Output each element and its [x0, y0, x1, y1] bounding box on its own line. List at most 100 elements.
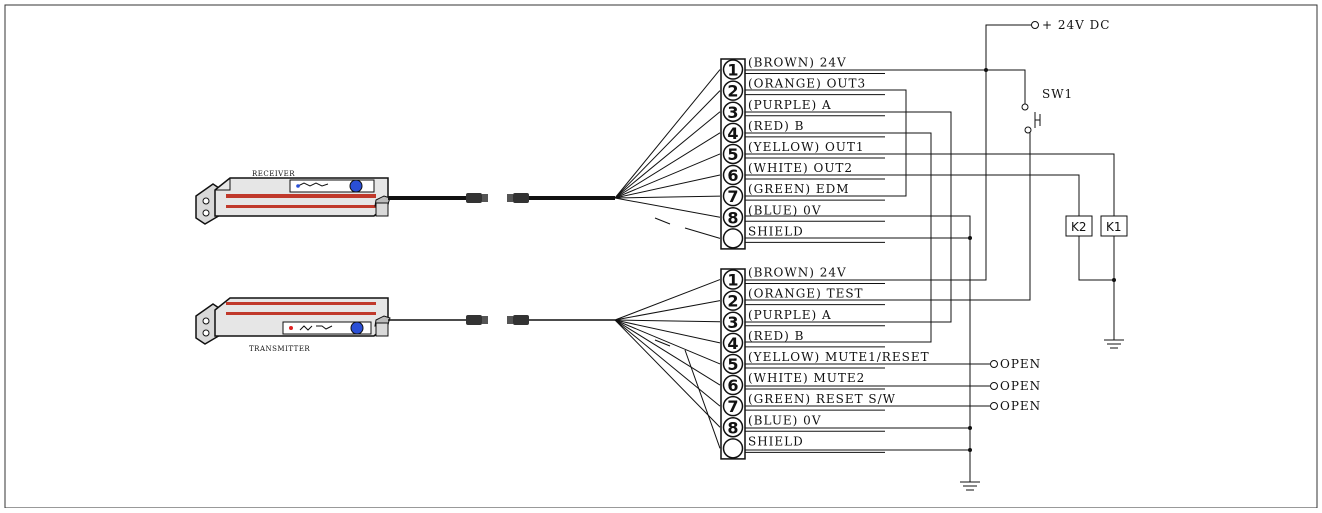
pin-label: (RED) B [748, 329, 804, 343]
fanout-wire [614, 319, 721, 344]
sw1-label: SW1 [1042, 87, 1073, 101]
pin-label: (BROWN) 24V [748, 266, 847, 280]
fanout-wire [614, 319, 721, 365]
terminal-circle [722, 374, 744, 396]
pin-number: 2 [727, 82, 738, 101]
tx-test-wire [745, 132, 1031, 301]
fanout-wire [614, 197, 721, 218]
pin-label: (BROWN) 24V [748, 56, 847, 70]
transmitter-device: TRANSMITTER [195, 297, 391, 353]
fanout-wire [614, 174, 721, 199]
supply-label: + 24V DC [1042, 18, 1110, 32]
fanout-wire [614, 300, 721, 321]
terminal-circle [722, 353, 744, 375]
fanout-wire [614, 132, 721, 199]
relay-k2-label: K2 [1071, 220, 1087, 234]
tx-24v-wire [745, 270, 987, 281]
shield-dash [654, 339, 671, 347]
fanout-wire [614, 90, 721, 199]
relay-k1-label: K1 [1106, 220, 1122, 234]
fanout-wire [614, 319, 721, 428]
relay-k2: K2 [1065, 215, 1093, 237]
shield-dash [654, 217, 671, 225]
pin-label: (GREEN) EDM [748, 182, 850, 196]
junction-dots [968, 68, 1116, 452]
pin-label: (ORANGE) OUT3 [748, 77, 866, 91]
pin-number: 8 [727, 208, 738, 227]
pin-number: 1 [727, 271, 738, 290]
rx-out3-edm-wire [745, 89, 907, 197]
cable-fanout [614, 69, 721, 449]
pin-label: (WHITE) MUTE2 [748, 371, 865, 385]
pin-number: 1 [727, 61, 738, 80]
fanout-wire [614, 153, 721, 199]
receiver-label: RECEIVER [252, 170, 295, 178]
pin-label: (GREEN) RESET S/W [748, 392, 896, 406]
pin-number: 3 [727, 103, 738, 122]
pin-number: 4 [727, 334, 738, 353]
pin-number: 7 [727, 187, 738, 206]
terminal-circle [722, 59, 744, 80]
fanout-wire [614, 111, 721, 199]
shield-dash [684, 349, 721, 449]
pin-label: (WHITE) OUT2 [748, 161, 853, 175]
out1-k1-wire [745, 153, 1115, 216]
pin-label: (ORANGE) TEST [748, 287, 864, 301]
open-terminals: OPEN OPEN OPEN [990, 357, 1041, 413]
fanout-wire [614, 195, 721, 199]
pin-number: 2 [727, 292, 738, 311]
pin-label: (YELLOW) MUTE1/RESET [748, 350, 930, 364]
ground-icon [1104, 339, 1124, 349]
open-terminal-icon [990, 360, 998, 368]
pin-number: 4 [727, 124, 738, 143]
terminal-circle [722, 417, 744, 438]
pin-number: 8 [727, 418, 738, 437]
open-label-pin5: OPEN [1000, 357, 1041, 371]
open-label-pin7: OPEN [1000, 399, 1041, 413]
transmitter-cable [388, 315, 615, 325]
terminal-circle [722, 438, 744, 459]
ground-icon [960, 481, 980, 491]
terminal-circle [722, 80, 744, 101]
terminal-circle [722, 122, 744, 144]
terminal-circle [722, 185, 744, 207]
pin-label: SHIELD [748, 224, 804, 238]
terminal-circle [722, 207, 744, 228]
pin-label: (PURPLE) A [748, 308, 832, 322]
pin-label: (RED) B [748, 119, 804, 133]
terminal-circle [722, 269, 744, 290]
shield-dash [684, 227, 721, 239]
terminal-circle [722, 143, 744, 165]
receiver-terminal-block: 1 (BROWN) 24V 2 (ORANGE) OUT3 3 (PURPLE) A 4 (R… [720, 56, 885, 250]
out2-k2-wire [745, 174, 1080, 216]
terminal-circle [722, 101, 744, 122]
fanout-wire [614, 319, 721, 386]
pin-number: 7 [727, 397, 738, 416]
terminal-circle [722, 290, 744, 311]
transmitter-label: TRANSMITTER [249, 345, 310, 353]
pin-label: (BLUE) 0V [748, 203, 821, 217]
zero-volt-bus [745, 215, 971, 482]
terminal-circle [722, 311, 744, 332]
open-terminal-icon [990, 382, 998, 390]
sw1-switch-icon [1021, 103, 1041, 134]
pin-number: 5 [727, 355, 738, 374]
supply-terminal-icon [1031, 21, 1039, 29]
rx-24v-wire [745, 69, 1026, 104]
pin-number: 6 [727, 166, 738, 185]
relay-k1: K1 [1100, 215, 1128, 237]
purple-a-wire [745, 111, 952, 323]
open-terminal-icon [990, 402, 998, 410]
relay-ground-wire [1078, 236, 1115, 340]
pin-label: (PURPLE) A [748, 98, 832, 112]
fanout-wire [614, 279, 721, 321]
terminal-circle [722, 395, 744, 417]
wiring [745, 24, 1115, 482]
fanout-wire [614, 69, 721, 199]
terminal-circle [722, 332, 744, 354]
terminal-circle [722, 228, 744, 249]
pin-number: 5 [727, 145, 738, 164]
fanout-wire [614, 319, 721, 407]
